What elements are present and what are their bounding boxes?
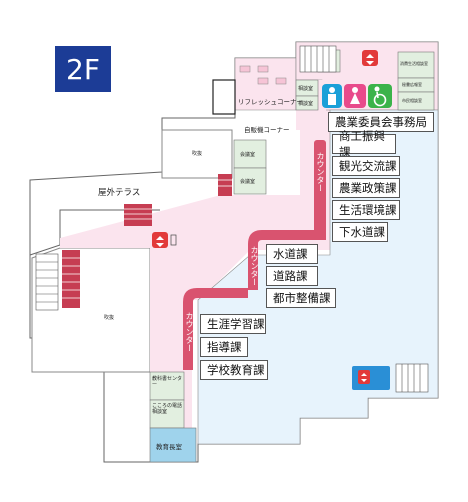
dept-water[interactable]: 水道課 [266, 244, 318, 264]
accessible-toilet-icon [368, 84, 392, 108]
soudan-box-2 [295, 95, 319, 111]
elevator-icon [352, 366, 390, 390]
dept-urban[interactable]: 都市整備課 [266, 288, 336, 308]
textbook-center-box [149, 371, 185, 401]
dept-tourism[interactable]: 観光交流課 [332, 156, 400, 176]
counter-bar-1 [314, 140, 326, 238]
dept-guidance[interactable]: 指導課 [200, 337, 248, 357]
atrium-upper-label: 吹抜 [192, 151, 203, 157]
elevator-icon [152, 232, 177, 248]
storage-box [212, 79, 236, 115]
refresh-corner-label: リフレッシュコーナー [238, 98, 303, 106]
counter-label-1: カウンター [316, 152, 325, 192]
dept-lifelong[interactable]: 生涯学習課 [200, 314, 266, 334]
kokoro-room-label: こころの電話相談室 [152, 403, 183, 415]
citizen-room-box [397, 91, 435, 111]
dept-agri-committee[interactable]: 農業委員会事務局 [328, 112, 434, 132]
meeting-room-1-box [233, 139, 267, 169]
dept-road[interactable]: 道路課 [266, 266, 318, 286]
counter-label-3: カウンター [185, 312, 194, 352]
dept-sewer[interactable]: 下水道課 [332, 222, 388, 242]
dept-living-env[interactable]: 生活環境課 [332, 200, 400, 220]
dept-commerce[interactable]: 商工振興課 [332, 129, 396, 159]
outdoor-terrace-label: 屋外テラス [98, 188, 141, 198]
dept-school-edu[interactable]: 学校教育課 [200, 360, 268, 380]
fire-room-label: 消費生活相談室 [400, 61, 428, 66]
kyouikuchou-box [149, 427, 197, 463]
stairs-icon [218, 174, 232, 196]
counter-label-2: カウンター [250, 246, 259, 286]
kyouikuchou-label: 教育長室 [156, 443, 182, 451]
seat [275, 77, 287, 85]
counter-bar-3 [183, 288, 248, 370]
meeting-room-2-box [233, 167, 267, 195]
citizen-room-label: 市民相談室 [402, 98, 422, 103]
fire-room-box [397, 51, 435, 79]
seat [239, 65, 251, 73]
female-toilet-icon [344, 84, 366, 108]
stairs-icon [395, 363, 429, 393]
stairs-icon [124, 204, 152, 226]
meeting-room-2-label: 会議室 [240, 179, 256, 185]
public-hall [60, 110, 330, 450]
soudan-top-label: 相談室 [298, 86, 314, 92]
floor-label: 2F [55, 46, 111, 92]
seat [257, 65, 269, 73]
meeting-room-1-label: 会議室 [240, 152, 256, 158]
atrium-lower-label: 吹抜 [104, 315, 115, 321]
seat [257, 77, 269, 85]
textbook-center-label: 教科書センター [152, 376, 183, 388]
male-toilet-icon [322, 84, 342, 108]
counter-bar-2 [248, 230, 326, 290]
dept-agri-policy[interactable]: 農業政策課 [332, 178, 400, 198]
stairs-icon [62, 250, 80, 308]
stairs-icon [299, 45, 337, 73]
vending-label: 自販機コーナー [244, 126, 290, 134]
secretary-room-label: 秘書広報室 [402, 82, 422, 87]
elevator-icon [362, 50, 378, 66]
stairs-icon [35, 253, 59, 311]
kokoro-room-box [149, 399, 185, 429]
soudan-right-label: 相談室 [298, 101, 314, 107]
